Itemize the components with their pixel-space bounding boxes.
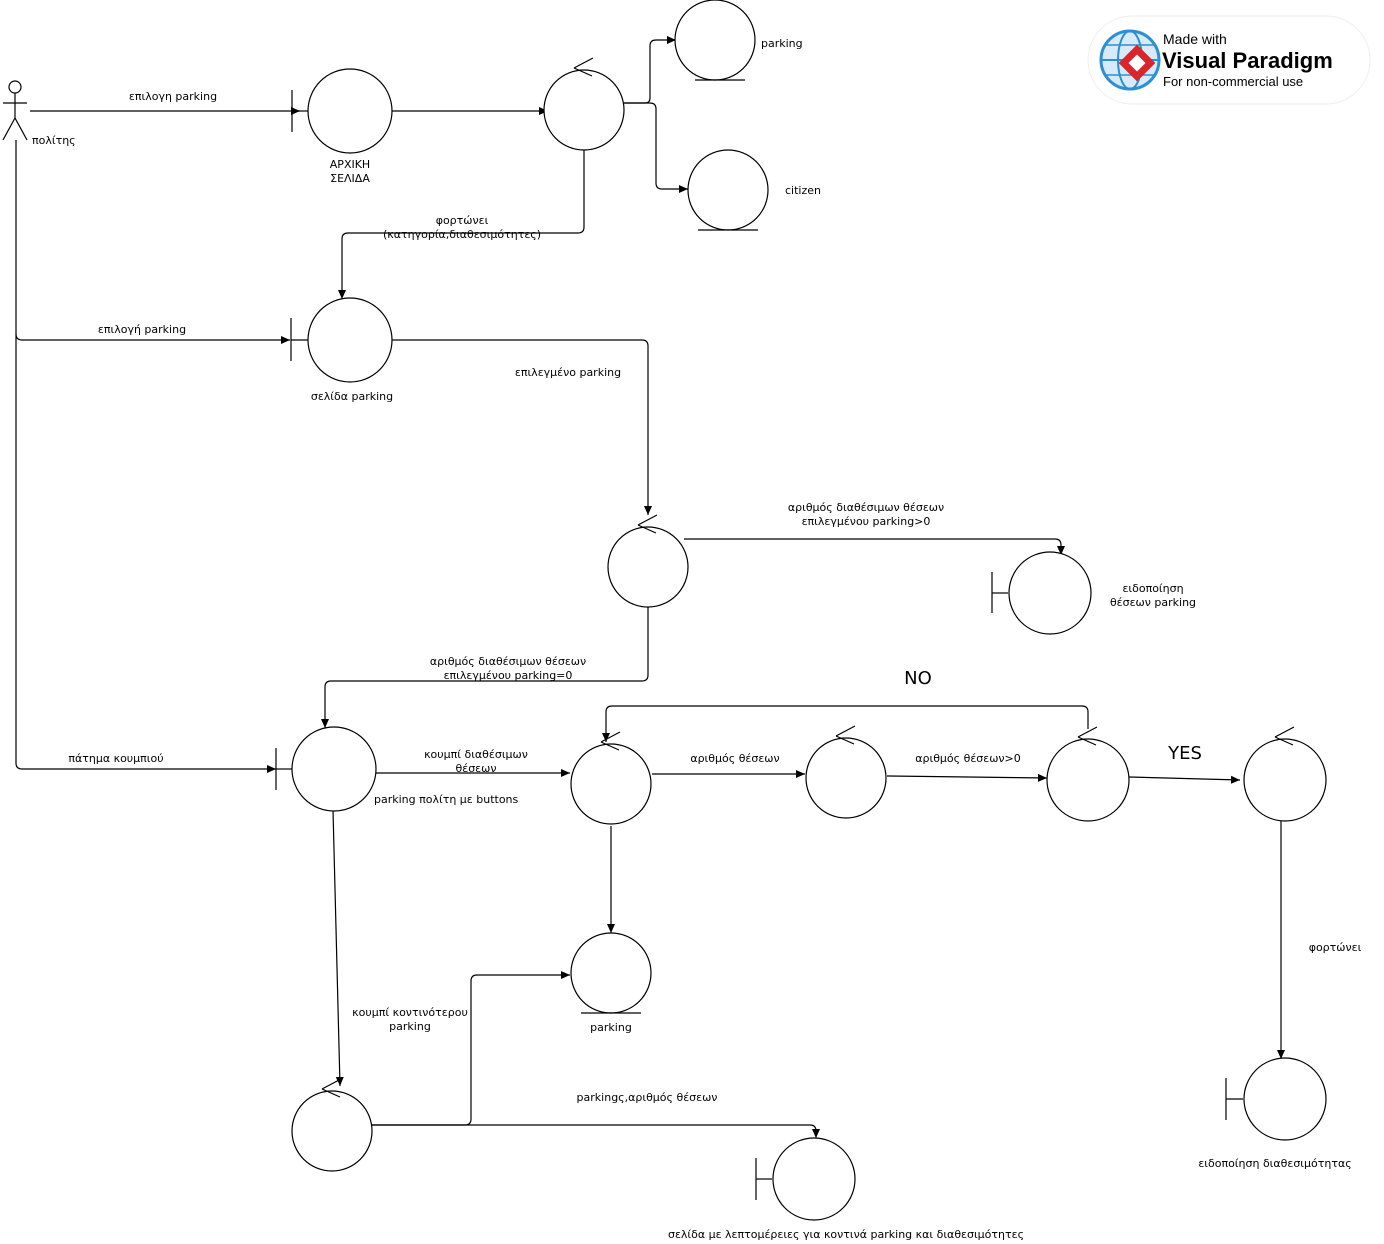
parking-page-label: σελίδα parking [311, 390, 393, 403]
actor-citizen[interactable]: πολίτης [2, 80, 76, 147]
edge-nearest-to-parking-entity[interactable] [372, 971, 570, 1126]
label-nearest-button-line1: κουμπί κοντινότερου [352, 1006, 468, 1019]
label-loads-categories-line2: (κατηγορία,διαθεσιμότητες) [383, 228, 541, 241]
label-available-eq0-line1: αριθμός διαθέσιμων θέσεων [430, 655, 586, 668]
edge-loads-categories[interactable] [338, 150, 585, 299]
edge-spots-gt0[interactable] [886, 773, 1048, 782]
label-selected-parking: επιλεγμένο parking [515, 366, 621, 379]
visual-paradigm-watermark: Made with Visual Paradigm For non-commer… [1087, 15, 1371, 105]
entity-parking-top[interactable]: parking [674, 0, 803, 81]
edge-parkings-spots[interactable] [372, 1124, 820, 1138]
controller-load-availability[interactable] [1243, 726, 1327, 822]
label-parkings-spots: parkingς,αριθμός θέσεων [577, 1091, 718, 1104]
boundary-availability-notification[interactable]: ειδοποίηση διαθεσιμότητας [1198, 1057, 1352, 1170]
controller-spots-decision[interactable] [1046, 726, 1130, 822]
stick-figure-icon [2, 80, 28, 141]
label-available-gt0-line1: αριθμός διαθέσιμων θέσεων [788, 501, 944, 514]
entity-parking-top-label: parking [761, 37, 803, 50]
edge-to-nearest-controller[interactable] [332, 809, 344, 1087]
watermark-brand: Visual Paradigm [1162, 48, 1333, 73]
edge-yes[interactable] [1128, 775, 1241, 784]
controller-spots-count[interactable] [805, 725, 887, 819]
label-available-spots-button-line1: κουμπί διαθέσιμων [424, 748, 528, 761]
actor-label: πολίτης [32, 134, 76, 147]
controller-check-availability[interactable] [607, 514, 689, 608]
edge-labels: επιλογη parking φορτώνει (κατηγορία,διαθ… [68, 90, 1361, 1104]
watermark-note: For non-commercial use [1163, 74, 1303, 89]
edge-controller-to-parking-entity[interactable] [624, 36, 676, 104]
globe-logo-icon [1099, 29, 1161, 91]
label-select-parking-2: επιλογή parking [98, 323, 186, 336]
label-select-parking-1: επιλογη parking [129, 90, 217, 103]
edge-available-gt0[interactable] [684, 538, 1065, 555]
entity-citizen-label: citizen [785, 184, 821, 197]
citizen-parking-buttons-label: parking πολίτη με buttons [374, 793, 519, 806]
home-page-label-line2: ΣΕΛΙΔΑ [330, 172, 370, 185]
label-available-eq0-line2: επιλεγμένου parking=0 [444, 669, 573, 682]
boundary-nearby-details-page[interactable]: σελίδα με λεπτομέρειες για κοντινά parki… [668, 1137, 1024, 1241]
availability-notification-label: ειδοποίηση διαθεσιμότητας [1198, 1157, 1351, 1170]
label-yes: YES [1167, 743, 1202, 764]
label-available-spots-button-line2: θέσεων [456, 762, 497, 775]
watermark-made-with: Made with [1163, 31, 1227, 47]
boundary-notify-parking-spots[interactable]: ειδοποίηση θέσεων parking [991, 551, 1196, 635]
home-page-label-line1: ΑΡΧΙΚΗ [330, 158, 370, 171]
boundary-home-page[interactable]: ΑΡΧΙΚΗ ΣΕΛΙΔΑ [291, 68, 393, 185]
label-button-press: πάτημα κουμπιού [68, 752, 163, 765]
nearby-details-page-label: σελίδα με λεπτομέρειες για κοντινά parki… [668, 1228, 1024, 1241]
boundary-parking-page[interactable]: σελίδα parking [290, 297, 393, 403]
edges [15, 36, 1285, 1138]
edge-no-loop[interactable] [602, 705, 1089, 742]
edge-selected-parking[interactable] [392, 339, 652, 515]
entity-parking-bottom[interactable]: parking [570, 932, 652, 1034]
controller-load-data[interactable] [543, 57, 625, 151]
label-no: NO [904, 668, 932, 689]
edge-available-eq0[interactable] [321, 607, 649, 728]
label-nearest-button-line2: parking [389, 1020, 431, 1033]
edge-controller-to-citizen-entity[interactable] [624, 102, 688, 193]
label-loads-categories-line1: φορτώνει [436, 214, 489, 227]
label-available-gt0-line2: επιλεγμένου parking>0 [802, 515, 931, 528]
label-spots-count: αριθμός θέσεων [690, 752, 779, 765]
notify-parking-spots-label-line1: ειδοποίηση [1122, 582, 1183, 595]
label-loads: φορτώνει [1309, 941, 1362, 954]
notify-parking-spots-label-line2: θέσεων parking [1110, 596, 1196, 609]
actor-lifeline [15, 140, 23, 770]
entity-parking-bottom-label: parking [590, 1021, 632, 1034]
edge-select-parking-2[interactable] [15, 333, 290, 344]
boundary-citizen-parking-buttons[interactable]: parking πολίτη με buttons [275, 726, 519, 812]
label-spots-gt0: αριθμός θέσεων>0 [915, 752, 1021, 765]
controller-available-spots[interactable] [570, 731, 652, 825]
entity-citizen[interactable]: citizen [687, 149, 821, 231]
controller-nearest-parking[interactable] [291, 1078, 373, 1172]
